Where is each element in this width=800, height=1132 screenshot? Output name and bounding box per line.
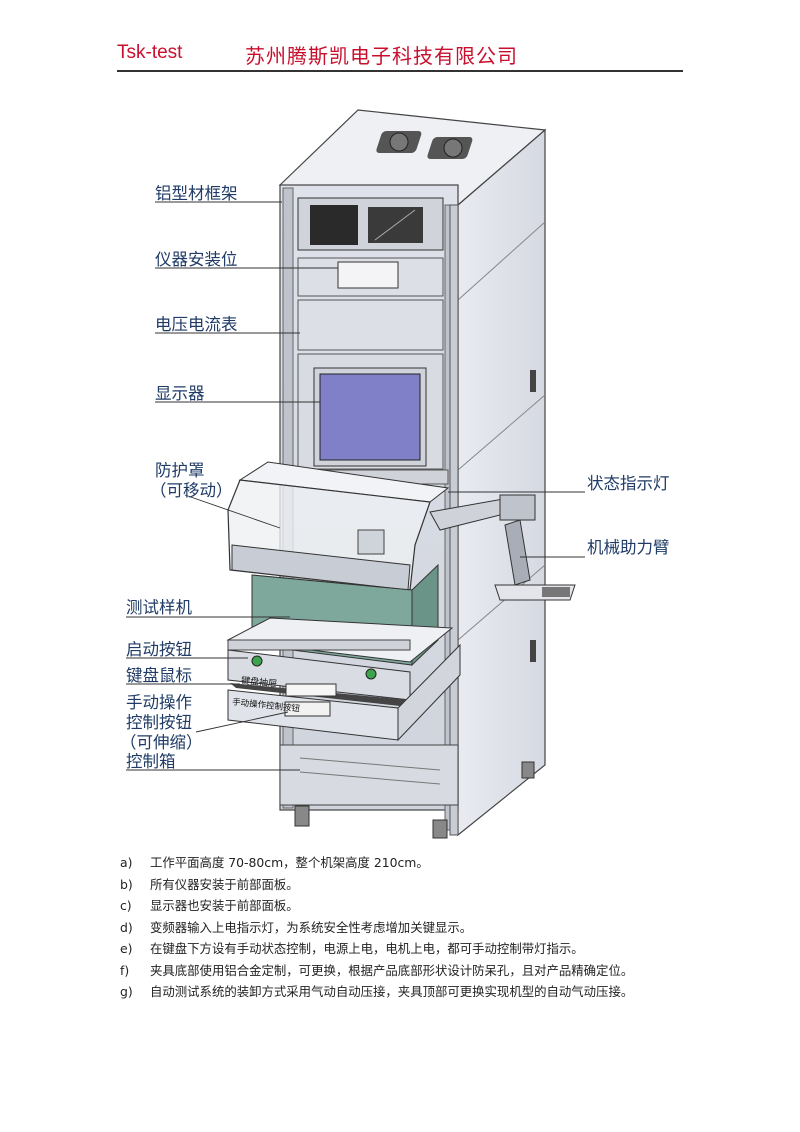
cabinet-figure: 键盘抽屉 手动操作控制按钮 铝型材框架 仪器安装位 电压电流表 显示器 防护罩 … [0, 100, 800, 845]
label-manual-2: 控制按钮 [126, 713, 192, 732]
company-name: 苏州腾斯凯电子科技有限公司 [245, 44, 518, 68]
list-text: 工作平面高度 70-80cm，整个机架高度 210cm。 [150, 855, 429, 870]
list-item: c) 显示器也安装于前部面板。 [120, 895, 700, 917]
monitor-screen [319, 373, 421, 461]
control-box [279, 744, 459, 806]
list-text: 变频器输入上电指示灯，为系统安全性考虑增加关键显示。 [150, 919, 473, 935]
list-item: a) 工作平面高度 70-80cm，整个机架高度 210cm。 [120, 852, 700, 874]
label-meters: 电压电流表 [155, 315, 238, 334]
label-cover-sub: （可移动） [150, 481, 233, 500]
label-start-button: 启动按钮 [126, 640, 192, 659]
page-header: Tsk-test 苏州腾斯凯电子科技有限公司 [0, 0, 800, 80]
label-cover: 防护罩 [155, 461, 205, 480]
list-marker: g) [120, 984, 133, 999]
list-item: b) 所有仪器安装于前部面板。 [120, 874, 700, 896]
fan-icon [376, 131, 473, 159]
label-status-light: 状态指示灯 [587, 474, 670, 493]
list-text: 自动测试系统的装卸方式采用气动自动压接，夹具顶部可更换实现机型的自动气动压接。 [150, 984, 634, 999]
keyboard-drawer-text: 键盘抽屉 [240, 676, 278, 690]
notes-list: a) 工作平面高度 70-80cm，整个机架高度 210cm。 b) 所有仪器安装于… [120, 852, 700, 1003]
list-item: e) 在键盘下方设有手动状态控制，电源上电，电机上电，都可手动控制带灯指示。 [120, 938, 700, 960]
list-text: 夹具底部使用铝合金定制，可更换，根据产品底部形状设计防呆孔，且对产品精确定位。 [150, 962, 634, 978]
list-text: 所有仪器安装于前部面板。 [150, 876, 299, 892]
list-marker: d) [120, 919, 133, 935]
brand-name: Tsk-test [117, 42, 183, 63]
assist-arm [429, 494, 576, 601]
label-assist-arm: 机械助力臂 [587, 538, 670, 557]
cabinet-right-side [457, 128, 546, 837]
list-item: f) 夹具底部使用铝合金定制，可更换，根据产品底部形状设计防呆孔，且对产品精确定位… [120, 960, 700, 982]
list-item: d) 变频器输入上电指示灯，为系统安全性考虑增加关键显示。 [120, 917, 700, 939]
list-item: g) 自动测试系统的装卸方式采用气动自动压接，夹具顶部可更换实现机型的自动气动压接… [120, 981, 700, 1003]
label-manual-3: （可伸缩） [120, 733, 203, 752]
label-keyboard-mouse: 键盘鼠标 [126, 666, 192, 685]
list-marker: e) [120, 941, 133, 956]
label-frame: 铝型材框架 [155, 184, 238, 203]
label-display: 显示器 [155, 384, 205, 403]
list-text: 显示器也安装于前部面板。 [150, 898, 299, 913]
list-text: 在键盘下方设有手动状态控制，电源上电，电机上电，都可手动控制带灯指示。 [150, 941, 584, 956]
cabinet-drawing [126, 109, 585, 839]
header-rule [117, 70, 683, 72]
label-instrument-bay: 仪器安装位 [155, 250, 238, 269]
list-marker: a) [120, 855, 133, 870]
label-control-box: 控制箱 [126, 752, 176, 771]
list-marker: b) [120, 876, 133, 892]
label-manual: 手动操作 [126, 693, 192, 712]
list-marker: c) [120, 898, 132, 913]
label-test-sample: 测试样机 [126, 598, 192, 617]
list-marker: f) [120, 962, 130, 978]
